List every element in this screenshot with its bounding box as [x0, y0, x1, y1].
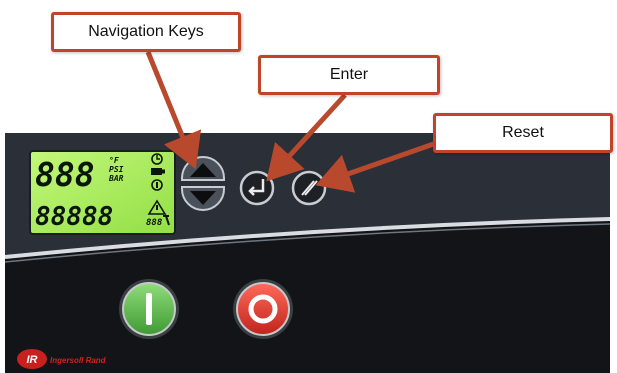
wrench-icon — [163, 215, 170, 226]
enter-button[interactable] — [239, 170, 275, 206]
callout-navigation-label: Navigation Keys — [88, 23, 204, 40]
info-icon — [151, 179, 163, 191]
down-arrow-button[interactable] — [181, 186, 225, 211]
lcd-bottom-digits: 88888 — [35, 202, 113, 232]
brand-logo: IR Ingersoll Rand — [17, 349, 107, 369]
power-on-icon — [146, 293, 152, 325]
brand-name: Ingersoll Rand — [50, 356, 107, 365]
return-arrow-icon — [251, 179, 265, 193]
reset-button[interactable] — [291, 170, 327, 206]
triangle-down-icon — [190, 191, 216, 205]
callout-enter: Enter — [258, 55, 440, 95]
stop-button[interactable] — [233, 279, 293, 339]
warning-icon — [147, 199, 167, 215]
panel-divider — [5, 217, 610, 259]
controller-panel: 888 °F PSI BAR 88888 888 — [5, 133, 610, 373]
triangle-up-icon — [190, 163, 216, 177]
power-off-icon — [248, 294, 278, 324]
lcd-unit-psi: PSI — [109, 165, 124, 174]
start-button[interactable] — [119, 279, 179, 339]
lcd-unit-fahrenheit: °F — [109, 156, 119, 165]
brand-mark — [17, 349, 47, 369]
brand-mark-text: IR — [27, 354, 38, 366]
lcd-top-digits: 888 — [35, 155, 95, 194]
lcd-unit-bar: BAR — [108, 174, 124, 183]
slash-icon — [301, 180, 318, 196]
callout-enter-label: Enter — [329, 66, 369, 83]
motor-icon — [151, 168, 165, 175]
callout-reset-label: Reset — [502, 124, 544, 141]
panel-divider-shadow — [5, 223, 610, 263]
lcd-small-digits: 888 — [146, 218, 162, 228]
callout-reset: Reset — [433, 113, 613, 153]
lcd-display: 888 °F PSI BAR 88888 888 — [29, 150, 176, 235]
callout-navigation-keys: Navigation Keys — [51, 12, 241, 52]
